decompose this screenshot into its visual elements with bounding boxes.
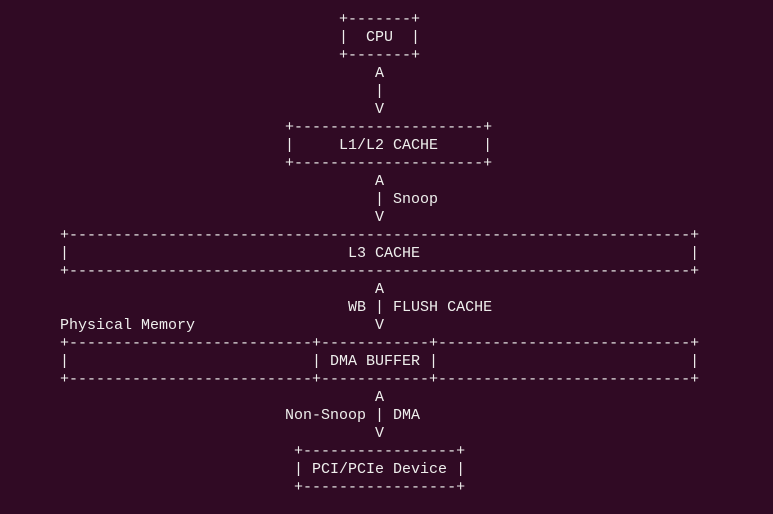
arrow-up: A: [60, 281, 385, 298]
l3-box-bottom: +---------------------------------------…: [60, 263, 700, 280]
dma-buffer-label: | | DMA BUFFER | |: [60, 353, 700, 370]
memory-box-bottom: +---------------------------+-----------…: [60, 371, 700, 388]
arrow-down: V: [60, 101, 385, 118]
l3-box-top: +---------------------------------------…: [60, 227, 700, 244]
pci-box-bottom: +-----------------+: [60, 479, 466, 496]
arrow-up: A: [60, 65, 385, 82]
l1l2-box-bottom: +---------------------+: [60, 155, 493, 172]
arrow-up: A: [60, 389, 385, 406]
cpu-box-bottom: +-------+: [60, 47, 421, 64]
arrow-up: A: [60, 173, 385, 190]
memory-box-top: +---------------------------+-----------…: [60, 335, 700, 352]
cpu-box-label: | CPU |: [60, 29, 421, 46]
arrow-down: V: [60, 209, 385, 226]
arrow-shaft: |: [60, 83, 385, 100]
pci-box-top: +-----------------+: [60, 443, 466, 460]
non-snoop-dma-label: Non-Snoop | DMA: [60, 407, 421, 424]
arrow-down: V: [60, 425, 385, 442]
ascii-memory-diagram: +-------+ | CPU | +-------+ A |: [60, 11, 699, 497]
snoop-label: | Snoop: [60, 191, 439, 208]
l1l2-box-label: | L1/L2 CACHE |: [60, 137, 493, 154]
physical-memory-label: Physical Memory V: [60, 317, 385, 334]
wb-flush-label: WB | FLUSH CACHE: [60, 299, 493, 316]
l3-box-label: | L3 CACHE |: [60, 245, 700, 262]
l1l2-box-top: +---------------------+: [60, 119, 493, 136]
pci-box-label: | PCI/PCIe Device |: [60, 461, 466, 478]
cpu-box-top: +-------+: [60, 11, 421, 28]
